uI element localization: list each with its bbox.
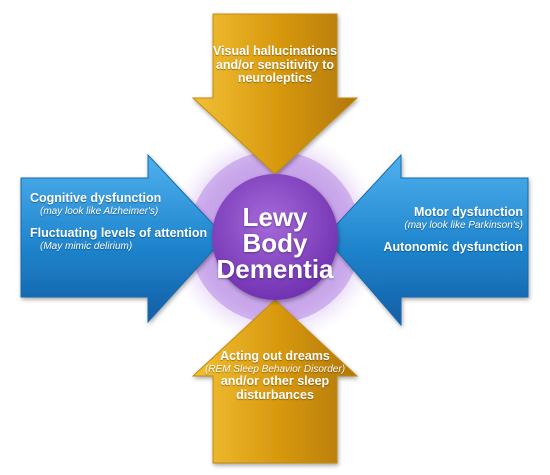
cognitive-dysfunction-note: (may look like Alzheimer's) (40, 205, 159, 217)
center-label: Lewy Body Dementia (210, 204, 340, 282)
cognitive-dysfunction-label: Cognitive dysfunction (30, 191, 162, 205)
rem-sleep-note: (REM Sleep Behavior Disorder) (204, 363, 346, 375)
center-line-1: Lewy (242, 202, 308, 232)
top-arrow (191, 13, 359, 175)
bottom-arrow-label: Acting out dreams (REM Sleep Behavior Di… (200, 349, 350, 402)
center-core (212, 174, 338, 300)
autonomic-dysfunction-label: Autonomic dysfunction (383, 240, 523, 254)
center-line-3: Dementia (216, 254, 334, 284)
right-arrow-label: Motor dysfunction (may look like Parkins… (345, 205, 523, 255)
top-arrow-label: Visual hallucinations and/or sensitivity… (212, 44, 338, 85)
acting-out-dreams-label: Acting out dreams (220, 349, 330, 363)
fluctuating-attention-note: (May mimic delirium) (40, 240, 133, 252)
bottom-arrow (191, 299, 359, 464)
sleep-disturbances-label: and/or other sleep disturbances (220, 374, 330, 402)
motor-dysfunction-note: (may look like Parkinson's) (404, 219, 523, 231)
right-arrow (324, 153, 529, 327)
motor-dysfunction-label: Motor dysfunction (413, 205, 523, 219)
left-arrow-label: Cognitive dysfunction (may look like Alz… (30, 191, 220, 252)
center-line-2: Body (242, 228, 308, 258)
left-arrow (20, 153, 226, 324)
fluctuating-attention-label: Fluctuating levels of attention (30, 226, 208, 240)
